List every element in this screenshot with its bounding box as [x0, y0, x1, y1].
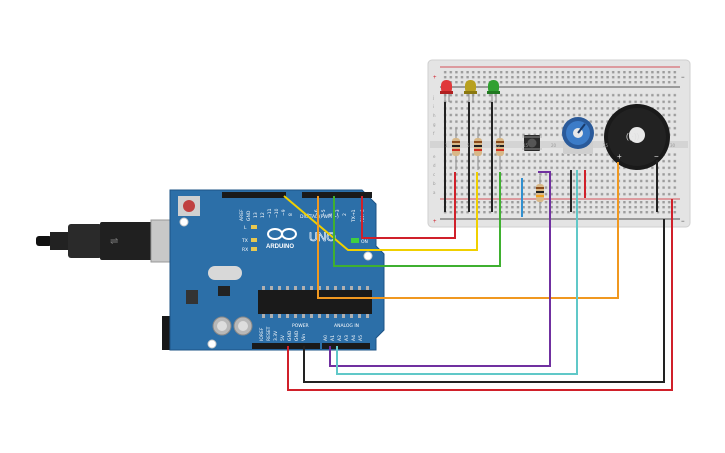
wire-orange-buzzer[interactable]: [317, 162, 619, 299]
reset-button-cap[interactable]: [183, 200, 195, 212]
wire-cyan-pot[interactable]: [336, 170, 578, 375]
on-led: [351, 238, 359, 243]
pin-label: TX→1: [351, 209, 357, 223]
wire-purple-button[interactable]: [329, 171, 551, 367]
crystal: [208, 266, 242, 280]
led-tx-label: TX: [241, 238, 248, 244]
led-tx: [251, 238, 257, 242]
rail-plus-top: +: [433, 75, 437, 81]
led-rx: [251, 247, 257, 251]
led-l-label: L: [244, 225, 247, 231]
led-rx-label: RX: [242, 247, 248, 253]
pin-label: Vin: [301, 334, 307, 341]
pin-label: 7: [307, 213, 313, 216]
pin-label: GND: [287, 330, 293, 341]
pin-label: IOREF: [259, 327, 265, 341]
row-labels-bottom: e d c b a: [433, 154, 436, 195]
pin-label: 13: [253, 212, 259, 218]
row-labels-top: j i h g f: [432, 95, 436, 136]
pin-label: RESET: [266, 326, 272, 341]
pin-label: A5: [358, 335, 364, 341]
wire-yellow-led2[interactable]: [283, 172, 478, 251]
wire-red-5v[interactable]: [287, 199, 673, 391]
pin-label: A3: [344, 335, 350, 341]
buzzer-symbol: ((·)): [626, 132, 640, 141]
row-label: b: [433, 181, 436, 186]
on-led-label: ON: [361, 239, 368, 245]
led-green[interactable]: [487, 80, 500, 102]
pin-label: 8: [288, 213, 294, 216]
col-label: 25: [603, 143, 609, 148]
analog-header: [322, 343, 370, 349]
row-label: d: [433, 163, 436, 168]
pin-label: AREF: [239, 209, 245, 221]
power-label: POWER: [292, 323, 309, 329]
column-labels: 1 5 10 15 20 25 30: [445, 143, 676, 148]
rail-minus-top: −: [681, 75, 685, 81]
pin-label: GND: [246, 210, 252, 221]
arduino-logo: [267, 228, 297, 240]
row-label: f: [433, 131, 435, 136]
col-label: 10: [495, 143, 501, 148]
digital-header-right: [302, 192, 372, 198]
pin-label: 4: [328, 213, 334, 216]
row-label: a: [433, 190, 436, 195]
pin-label: ~5: [321, 209, 327, 216]
svg-text:⇌: ⇌: [110, 236, 118, 247]
power-pin-labels: IOREF RESET 3.3V 5V GND GND Vin A0 A1 A2…: [259, 326, 364, 341]
led-red[interactable]: [440, 80, 453, 102]
led-l: [251, 225, 257, 229]
wire-black-gnd[interactable]: [303, 219, 665, 383]
wire-red-led1[interactable]: [361, 172, 456, 239]
buzzer-plus: +: [617, 152, 622, 161]
row-label: e: [433, 154, 436, 159]
pin-label: A2: [337, 335, 343, 341]
pin-label: ~9: [281, 209, 287, 216]
push-button[interactable]: [522, 135, 542, 151]
row-label: i: [433, 104, 434, 109]
pin-label: ~11: [267, 208, 273, 218]
pin-label: 3.3V: [273, 330, 279, 341]
pin-label: ~10: [274, 208, 280, 218]
col-label: 1: [445, 143, 448, 148]
col-label: 30: [670, 143, 676, 148]
arduino-uno-board: ⇌ AREF GND 13 12 ~11 ~10 ~9 8 7 ~6 ~5 4: [36, 189, 385, 351]
analog-label: ANALOG IN: [334, 323, 359, 329]
led-yellow[interactable]: [464, 80, 477, 102]
row-label: g: [433, 122, 436, 127]
rail-minus-bottom: −: [681, 219, 685, 225]
piezo-buzzer[interactable]: ((·)) + −: [604, 104, 670, 170]
resistor-1[interactable]: [452, 128, 460, 170]
resistor-4[interactable]: [536, 176, 544, 212]
pin-label: GND: [294, 330, 300, 341]
pin-label: 12: [260, 212, 266, 218]
col-label: 15: [523, 143, 529, 148]
col-label: 20: [551, 143, 557, 148]
digital-header-left: [222, 192, 286, 198]
resistor-2[interactable]: [474, 128, 482, 170]
potentiometer[interactable]: [562, 117, 594, 154]
pin-label: 2: [342, 213, 348, 216]
resistor-3[interactable]: [496, 128, 504, 170]
buzzer-minus: −: [654, 152, 659, 161]
col-label: 5: [467, 143, 470, 148]
pin-label: A1: [330, 335, 336, 341]
pin-label: 5V: [280, 334, 286, 341]
pin-label: A0: [323, 335, 329, 341]
rail-plus-bottom: +: [433, 219, 437, 225]
pin-label: A4: [351, 335, 357, 341]
row-label: h: [433, 113, 436, 118]
digital-header-label: DIGITAL (PWM ~): [300, 214, 339, 220]
atmega-chip: [258, 290, 372, 314]
pin-label: ~3: [335, 209, 341, 216]
power-header: [252, 343, 320, 349]
row-label: j: [432, 95, 434, 100]
row-label: c: [433, 172, 435, 177]
wire-green-led3[interactable]: [333, 172, 501, 267]
arduino-logo-text: ARDUINO: [266, 244, 294, 250]
